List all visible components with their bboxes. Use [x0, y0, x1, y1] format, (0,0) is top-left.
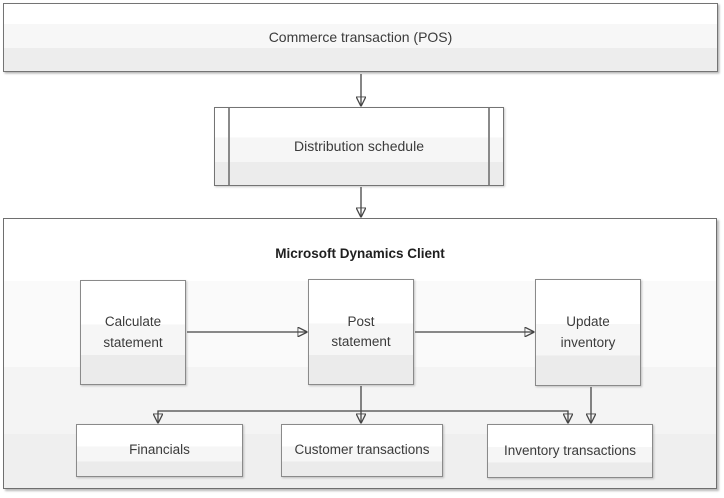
- node-distribution-schedule-label: Distribution schedule: [294, 138, 424, 154]
- node-financials: Financials: [76, 424, 243, 477]
- group-title: Microsoft Dynamics Client: [275, 246, 445, 261]
- node-inventory-transactions-label: Inventory transactions: [503, 442, 637, 458]
- node-inventory-transactions: Inventory transactions: [487, 424, 653, 478]
- node-distribution-schedule: Distribution schedule: [214, 107, 504, 186]
- node-update-inventory: Update inventory: [535, 279, 641, 386]
- node-commerce-transaction-label: Commerce transaction (POS): [268, 29, 453, 45]
- node-customer-transactions-label: Customer transactions: [294, 442, 430, 458]
- node-calculate-statement: Calculate statement: [80, 280, 186, 385]
- node-financials-label: Financials: [129, 442, 190, 458]
- node-calculate-statement-label: Calculate statement: [103, 314, 163, 350]
- predefined-process-left-bar: [228, 108, 230, 185]
- node-post-statement-label: Post statement: [331, 313, 391, 349]
- predefined-process-right-bar: [488, 108, 490, 185]
- node-update-inventory-label: Update inventory: [560, 314, 616, 350]
- node-customer-transactions: Customer transactions: [281, 424, 443, 477]
- node-post-statement: Post statement: [308, 279, 414, 385]
- node-commerce-transaction: Commerce transaction (POS): [3, 3, 718, 72]
